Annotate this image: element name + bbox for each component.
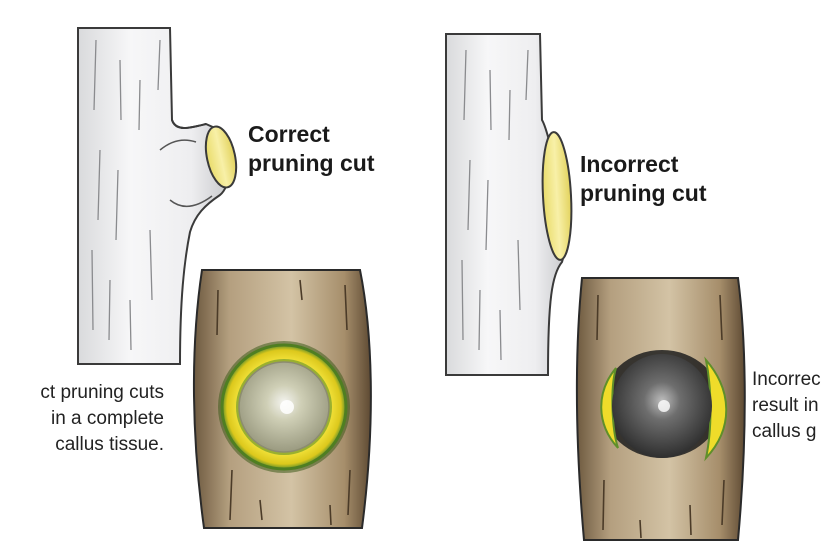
correct-cut-label-line-2: pruning cut: [248, 150, 375, 176]
correct-caption: ct pruning cuts in a complete callus tis…: [0, 380, 164, 458]
incorrect-cut-trunk: [445, 33, 566, 376]
correct-caption-line-1: ct pruning cuts: [40, 382, 164, 403]
correct-caption-line-3: callus tissue.: [55, 434, 164, 455]
correct-callus-closeup: [192, 269, 372, 529]
incorrect-cut-label: Incorrect pruning cut: [580, 150, 706, 208]
incorrect-cut-label-line-2: pruning cut: [580, 180, 707, 206]
incorrect-cut-label-line-1: Incorrect: [580, 151, 679, 177]
correct-cut-face: [204, 125, 238, 189]
correct-cut-label-line-1: Correct: [248, 121, 330, 147]
correct-cut-label: Correct pruning cut: [248, 120, 374, 178]
incorrect-cut-face: [541, 131, 573, 261]
incorrect-caption-line-2: result in: [752, 395, 819, 416]
correct-cut-trunk: [77, 27, 230, 365]
correct-caption-line-2: in a complete: [50, 408, 164, 429]
incorrect-caption: Incorrec result in callus g: [752, 367, 840, 445]
incorrect-callus-closeup: [575, 277, 746, 541]
incorrect-caption-line-1: Incorrec: [752, 369, 821, 390]
incorrect-caption-line-3: callus g: [752, 421, 817, 442]
